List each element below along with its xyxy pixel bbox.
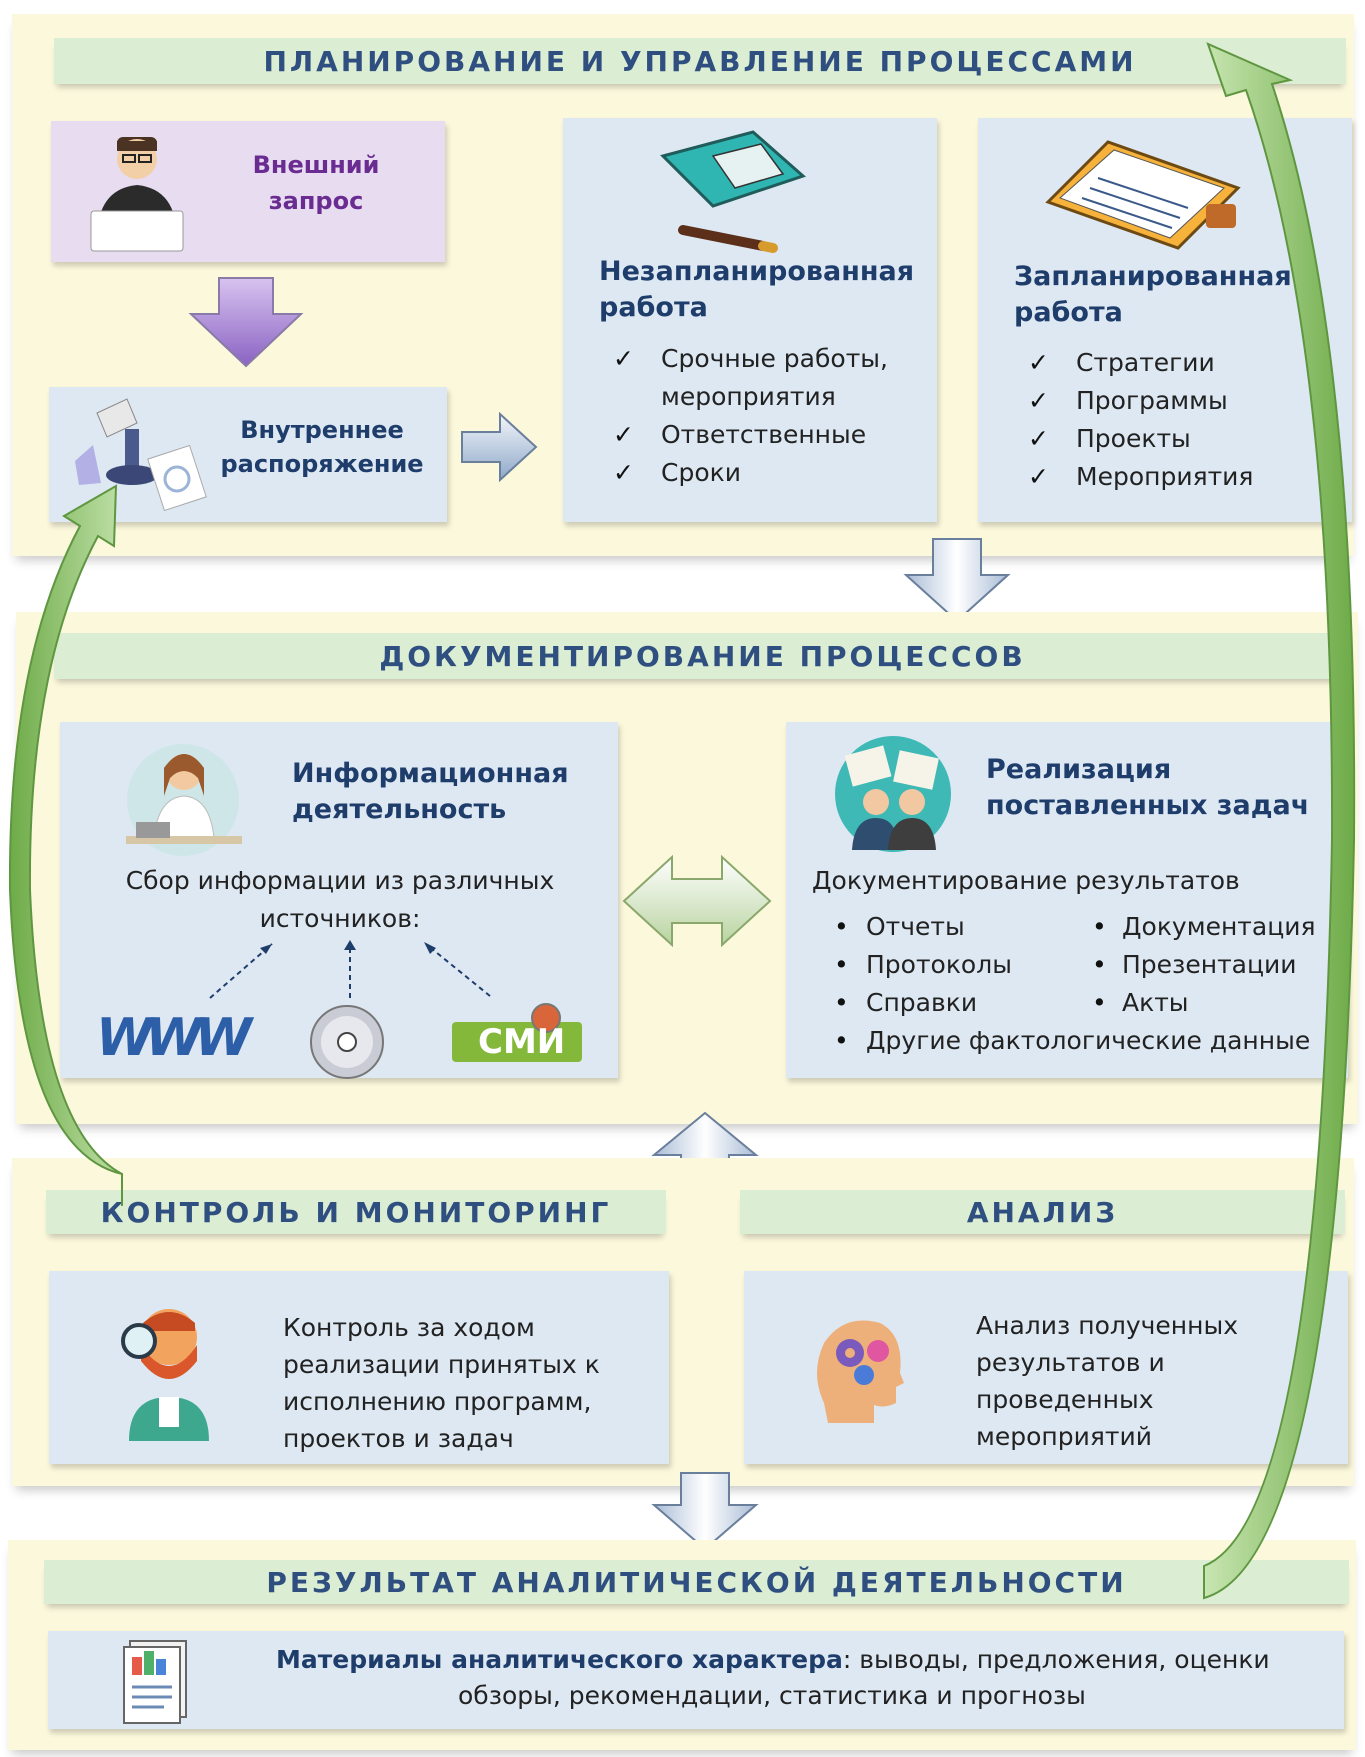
tasks-card: Реализация поставленных задач Документир… <box>786 722 1348 1078</box>
down-arrow-blue-2 <box>651 1472 759 1551</box>
woman-at-desk-icon <box>126 744 242 856</box>
down-arrow-blue <box>903 538 1011 623</box>
planned-work-list: ✓Стратегии ✓Программы ✓Проекты ✓Мероприя… <box>1028 344 1328 496</box>
tasks-subtitle: Документирование результатов <box>812 866 1240 895</box>
tasks-list-col1: •Отчеты •Протоколы •Справки <box>834 908 1054 1022</box>
feedback-arrow-right <box>1203 42 1356 1600</box>
report-document-icon <box>123 1640 187 1724</box>
list-item: •Презентации <box>1092 950 1297 979</box>
result-card: Материалы аналитического характера: выво… <box>48 1631 1344 1729</box>
list-item: ✓Сроки <box>613 458 741 487</box>
list-item: •Другие фактологические данные <box>834 1026 1311 1055</box>
unplanned-work-list: ✓Срочные работы, мероприятия ✓Ответствен… <box>613 340 923 492</box>
info-activity-card: Информационная деятельность Сбор информа… <box>60 722 618 1079</box>
detective-magnifier-icon <box>121 1309 209 1441</box>
brain-gears-icon <box>817 1320 904 1423</box>
person-laptop-icon <box>90 137 184 252</box>
planned-work-title: Запланированная работа <box>1014 261 1292 328</box>
list-item: •Справки <box>834 988 978 1017</box>
list-item: •Протоколы <box>834 950 1012 979</box>
analysis-text: Анализ полученных результатов и проведен… <box>976 1311 1239 1451</box>
list-item: ✓Проекты <box>1028 424 1191 453</box>
tasks-list-last: •Другие фактологические данные <box>834 1022 1334 1060</box>
list-item: ✓Программы <box>1028 386 1228 415</box>
planned-work-card: Запланированная работа ✓Стратегии ✓Прогр… <box>978 118 1352 522</box>
notebook-pen-icon <box>660 130 806 253</box>
media-logo <box>452 1022 582 1062</box>
source-arrows <box>209 940 491 999</box>
result-rest1: : выводы, предложения, оценки <box>842 1645 1270 1674</box>
internal-order-label: Внутреннее распоряжение <box>220 416 424 478</box>
www-icon: WWW <box>96 1008 252 1068</box>
unplanned-work-card: Незапланированная работа ✓Срочные работы… <box>563 118 937 522</box>
result-line1: Материалы аналитического характера: выво… <box>276 1641 1326 1679</box>
right-arrow-blue <box>461 411 538 483</box>
planning-header: ПЛАНИРОВАНИЕ И УПРАВЛЕНИЕ ПРОЦЕССАМИ <box>54 38 1346 84</box>
list-item: ✓Срочные работы, мероприятия <box>613 344 888 411</box>
tasks-list-col2: •Документация •Презентации •Акты <box>1092 908 1332 1022</box>
control-text: Контроль за ходом реализации принятых к … <box>283 1313 600 1453</box>
external-request-card: Внешний запрос <box>51 121 445 262</box>
microphone-icon <box>531 1003 561 1033</box>
analysis-card: Анализ полученных результатов и проведен… <box>744 1271 1348 1464</box>
analysis-header: АНАЛИЗ <box>740 1190 1345 1234</box>
unplanned-work-title: Незапланированная работа <box>599 256 915 323</box>
list-item: ✓Ответственные <box>613 420 867 449</box>
info-activity-subtitle: Сбор информации из различных источников: <box>125 866 555 933</box>
list-item: ✓Мероприятия <box>1028 462 1254 491</box>
media-label: СМИ <box>478 1022 566 1062</box>
documentation-header: ДОКУМЕНТИРОВАНИЕ ПРОЦЕССОВ <box>54 633 1351 679</box>
list-item: ✓Стратегии <box>1028 348 1215 377</box>
down-arrow-purple <box>188 277 304 368</box>
list-item: •Акты <box>1092 988 1189 1017</box>
planner-book-icon <box>1045 140 1241 250</box>
result-header: РЕЗУЛЬТАТ АНАЛИТИЧЕСКОЙ ДЕЯТЕЛЬНОСТИ <box>44 1560 1349 1604</box>
control-header: КОНТРОЛЬ И МОНИТОРИНГ <box>46 1190 666 1234</box>
list-item: •Отчеты <box>834 912 965 941</box>
team-icon <box>835 736 951 852</box>
stamp-icon <box>75 398 207 512</box>
tasks-title: Реализация поставленных задач <box>986 754 1310 821</box>
control-card: Контроль за ходом реализации принятых к … <box>49 1271 669 1464</box>
cd-disc-icon <box>310 1005 384 1079</box>
double-arrow <box>622 854 772 948</box>
result-bold: Материалы аналитического характера <box>276 1645 843 1674</box>
external-request-label: Внешний запрос <box>252 151 380 215</box>
result-line2: обзоры, рекомендации, статистика и прогн… <box>458 1681 1086 1710</box>
info-activity-title: Информационная деятельность <box>292 758 569 825</box>
list-item: •Документация <box>1092 912 1316 941</box>
feedback-arrow-left <box>8 484 123 1206</box>
